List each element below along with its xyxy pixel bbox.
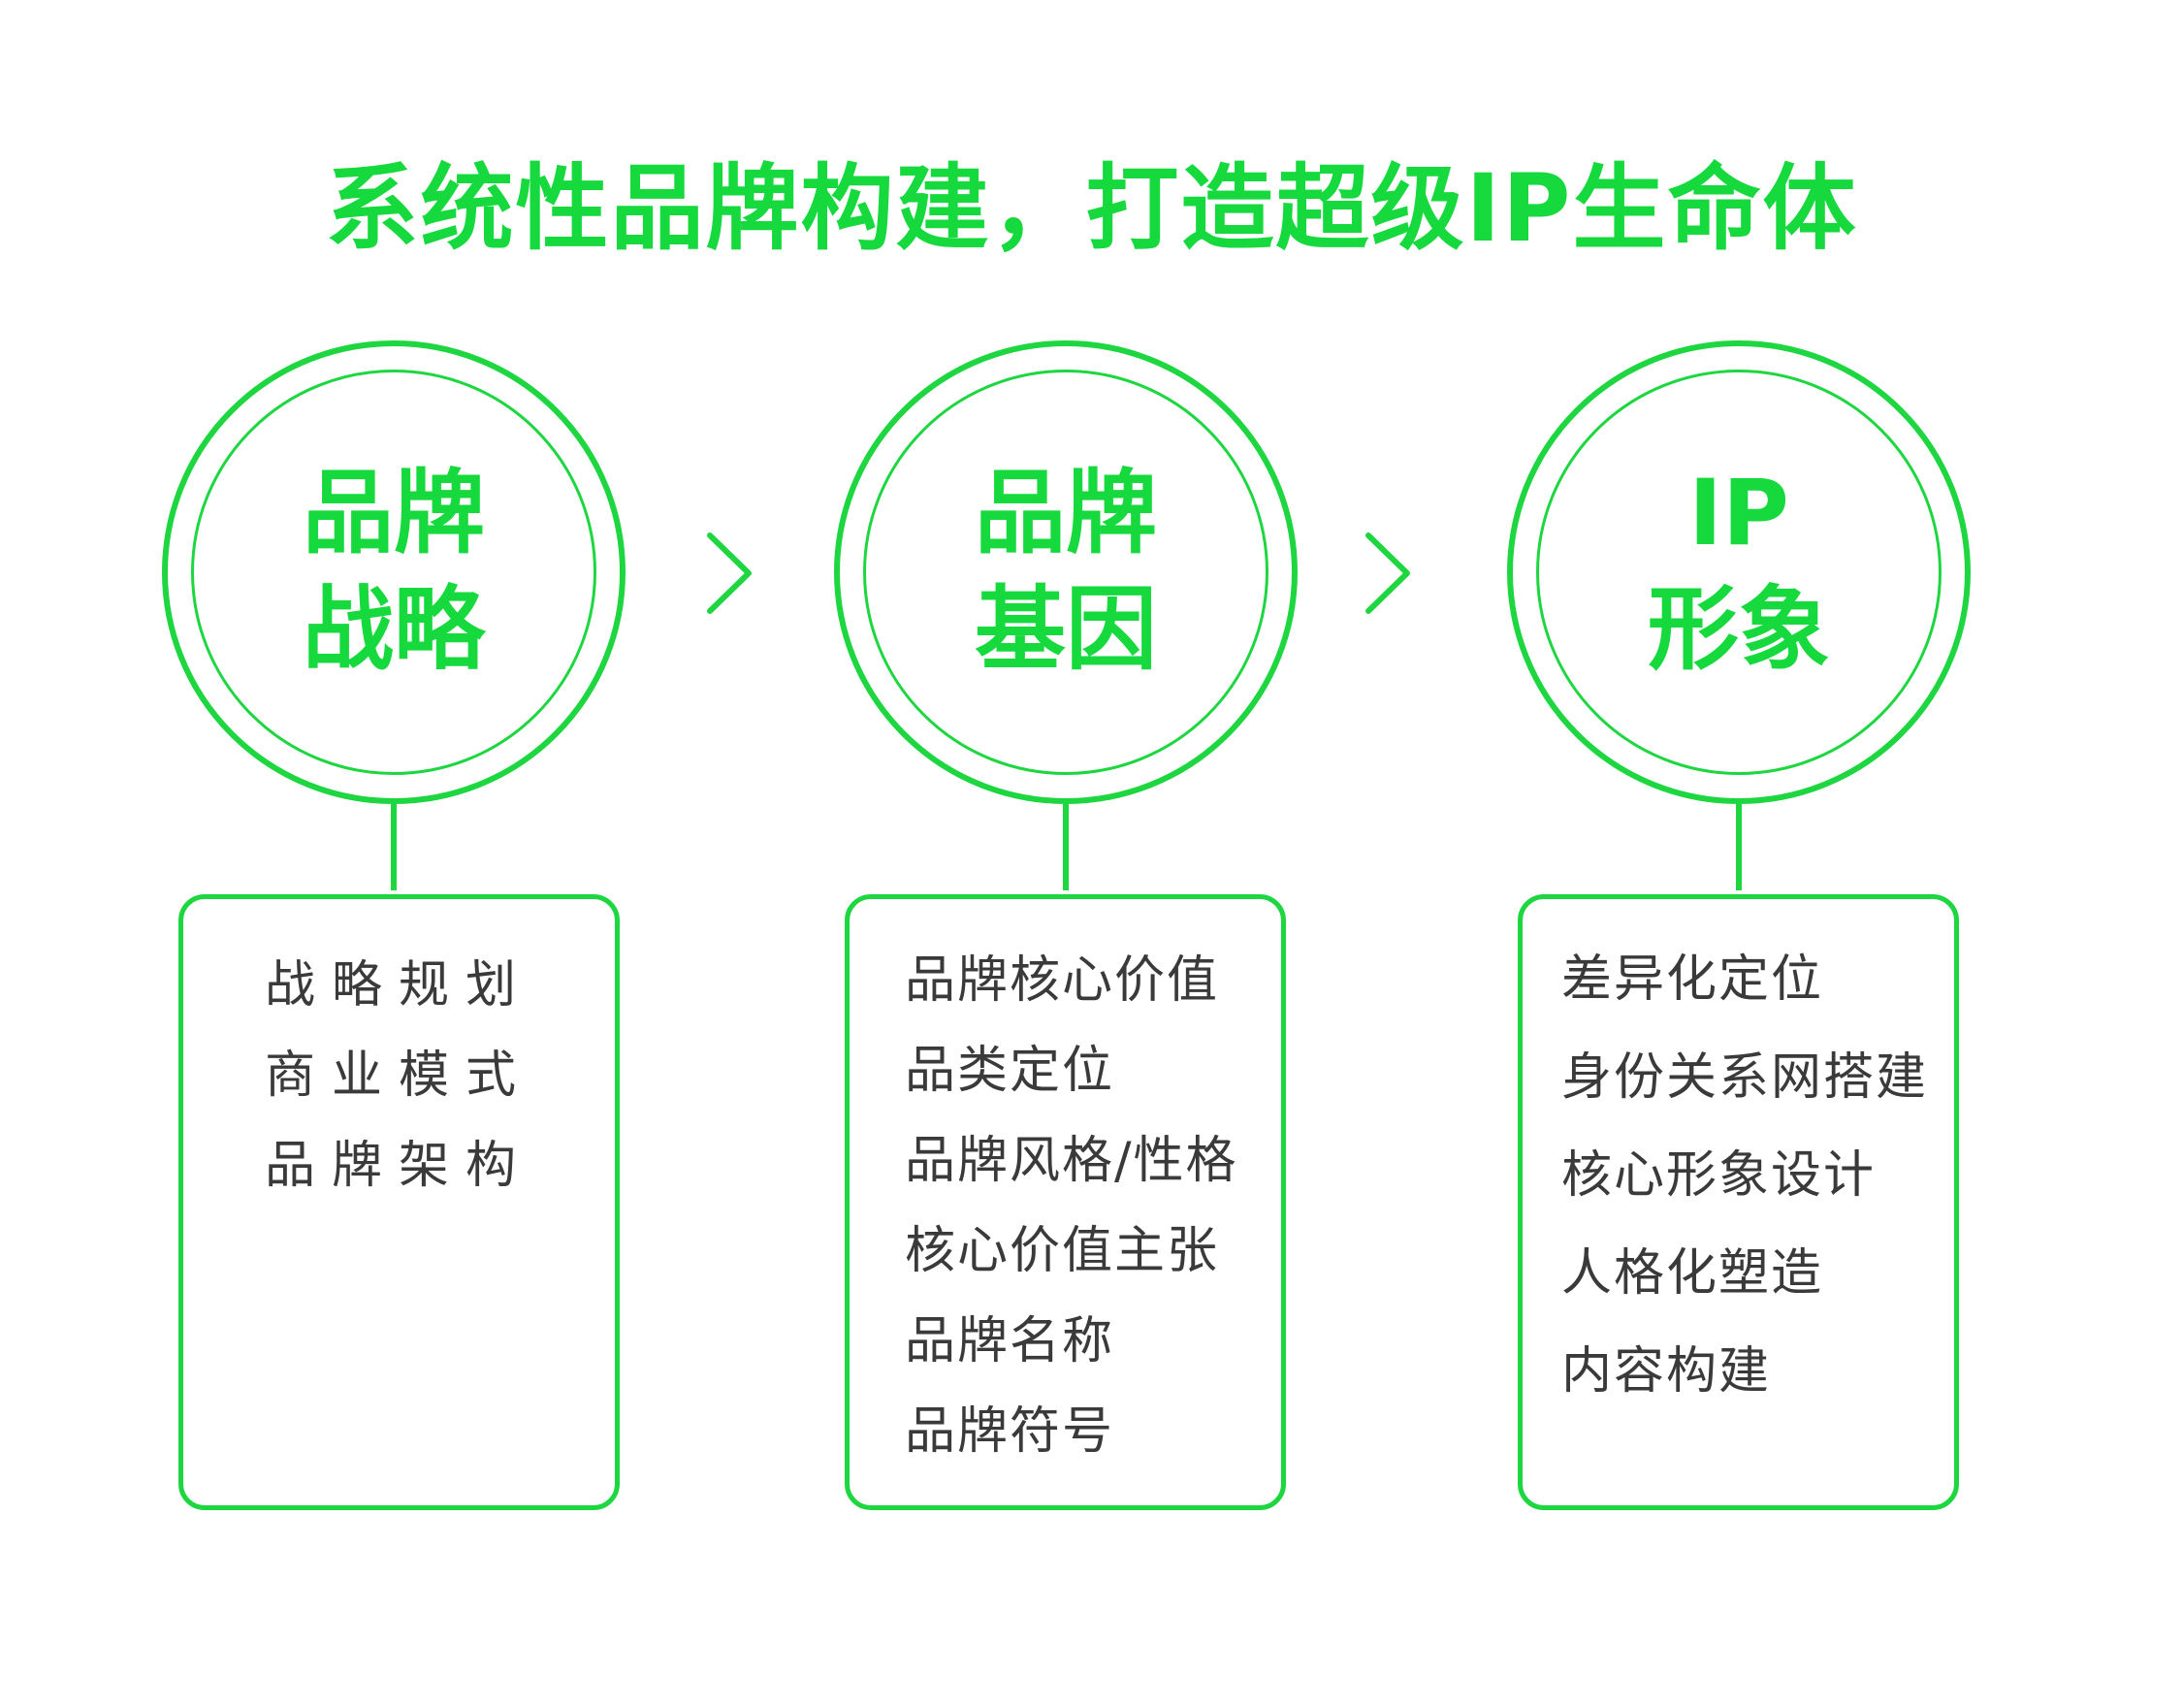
step-circle-inner-brand-gene: 品牌 基因 [863, 370, 1268, 775]
list-item: 品牌风格/性格 [905, 1132, 1238, 1190]
connector-line [1736, 804, 1742, 890]
list-item: 品牌名称 [905, 1312, 1115, 1370]
step-card-ip-image: 差异化定位 身份关系网搭建 核心形象设计 人格化塑造 内容构建 [1518, 894, 1959, 1510]
list-item: 品牌核心价值 [905, 951, 1220, 1010]
list-item: 人格化塑造 [1561, 1244, 1824, 1303]
connector-line [1063, 804, 1069, 890]
step-card-brand-gene: 品牌核心价值 品类定位 品牌风格/性格 核心价值主张 品牌名称 品牌符号 [845, 894, 1286, 1510]
list-item: 身份关系网搭建 [1561, 1048, 1929, 1107]
step-items-list: 差异化定位 身份关系网搭建 核心形象设计 人格化塑造 内容构建 [1561, 931, 1928, 1421]
step-title-line2: 战略 [302, 577, 485, 683]
connector-line [391, 804, 397, 890]
step-title-line1: IP [1688, 461, 1789, 566]
step-circle-inner-strategy: 品牌 战略 [191, 370, 596, 775]
chevron-right-icon [1365, 532, 1410, 614]
step-title-line2: 基因 [974, 577, 1157, 683]
chevron-right-icon [707, 532, 752, 614]
list-item: 核心形象设计 [1561, 1146, 1877, 1205]
step-circle-inner-ip-image: IP 形象 [1536, 370, 1942, 775]
step-card-strategy: 战略规划 商业模式 品牌架构 [178, 894, 620, 1510]
step-title-line1: 品牌 [302, 461, 485, 566]
step-circle-strategy [162, 340, 626, 804]
step-title-line1: 品牌 [974, 461, 1157, 566]
page-title: 系统性品牌构建，打造超级IP生命体 [325, 154, 1858, 263]
list-item: 核心价值主张 [905, 1222, 1220, 1280]
list-item: 战略规划 [265, 956, 533, 1015]
step-items-list: 战略规划 商业模式 品牌架构 [265, 941, 532, 1211]
step-items-list: 品牌核心价值 品类定位 品牌风格/性格 核心价值主张 品牌名称 品牌符号 [905, 936, 1238, 1477]
list-item: 品牌符号 [905, 1402, 1115, 1461]
step-title-line2: 形象 [1647, 577, 1830, 683]
list-item: 品类定位 [905, 1042, 1115, 1100]
list-item: 差异化定位 [1561, 951, 1824, 1009]
step-circle-brand-gene [834, 340, 1298, 804]
step-circle-ip-image [1507, 340, 1971, 804]
list-item: 品牌架构 [265, 1137, 533, 1195]
list-item: 内容构建 [1561, 1342, 1772, 1401]
list-item: 商业模式 [265, 1047, 533, 1105]
